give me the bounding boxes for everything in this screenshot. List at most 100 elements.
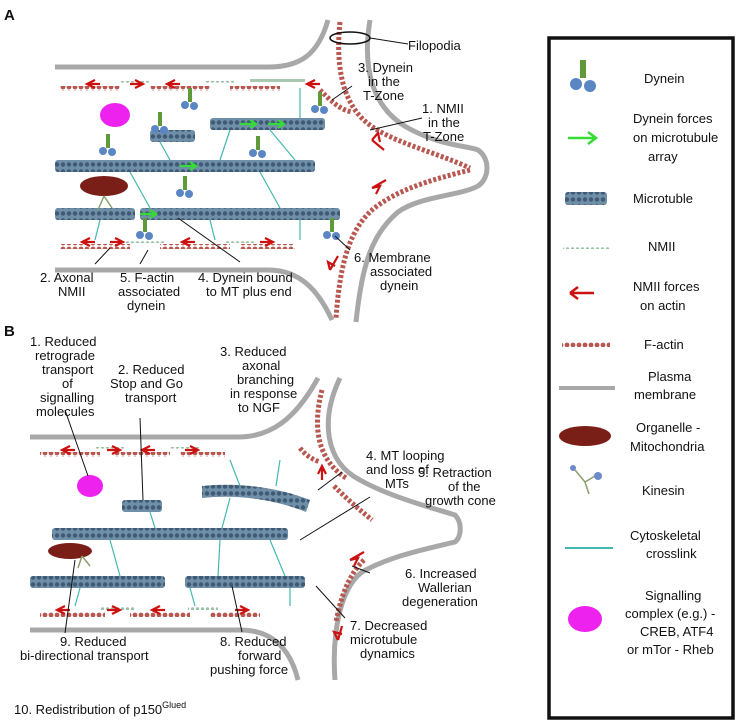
panel-b-growth-cone-actin (298, 389, 374, 623)
label-wallerian-1: 6. Increased (405, 566, 477, 581)
label-factin-dynein-1: 5. F-actin (120, 270, 174, 285)
red-arrow-icon (569, 286, 594, 300)
legend-plasma-2: membrane (634, 387, 696, 402)
label-dynein-mt-end-1: 4. Dynein bound (198, 270, 293, 285)
kinesin-icon (97, 195, 113, 211)
label-retraction-1: 5. Retraction (418, 465, 492, 480)
microtubule (122, 500, 162, 512)
label-reduced-retrograde-1: 1. Reduced (30, 334, 97, 349)
microtubule (30, 576, 165, 588)
label-membrane-dynein-3: dynein (380, 278, 418, 293)
label-membrane-dynein-1: 6. Membrane (354, 250, 431, 265)
legend-organelle-1: Organelle - (636, 420, 700, 435)
label-reduced-retrograde-6: molecules (36, 404, 95, 419)
microtubule (150, 130, 195, 142)
label-reduced-retrograde-2: retrograde (35, 348, 95, 363)
mitochondria (48, 543, 92, 559)
panel-b-microtubules (30, 484, 310, 588)
panel-b-actin-rows (40, 445, 365, 641)
dynein-icon (99, 134, 116, 156)
dynein-icon (311, 92, 328, 114)
label-retraction-2: of the (448, 479, 481, 494)
panel-b-crosslinks (74, 459, 291, 607)
legend-f-actin: F-actin (644, 337, 684, 352)
actin-row-top (60, 79, 320, 91)
label-dynein-tzone-1: 3. Dynein (358, 60, 413, 75)
footer-superscript: Glued (162, 700, 186, 710)
panel-a: A (4, 7, 490, 323)
label-decreased-dynamics-1: 7. Decreased (350, 618, 427, 633)
panel-b-callout-lines (64, 409, 371, 634)
label-mt-looping-2: and loss of (366, 462, 429, 477)
label-reduced-branching-1: 3. Reduced (220, 344, 287, 359)
panel-b: B (4, 323, 496, 681)
legend-crosslink-1: Cytoskeletal (630, 528, 701, 543)
panel-a-microtubules (55, 118, 340, 220)
legend-dynein-forces-1: Dynein forces (633, 111, 713, 126)
panel-a-crosslinks (94, 88, 301, 241)
legend-microtuble: Microtuble (633, 191, 693, 206)
label-reduced-pushing-1: 8. Reduced (220, 634, 287, 649)
label-membrane-dynein-2: associated (370, 264, 432, 279)
panel-a-letter: A (4, 7, 15, 24)
actin-row-bottom (60, 237, 295, 249)
footer-text: 10. Redistribution of p150 (14, 702, 162, 717)
mitochondria (80, 176, 128, 196)
nmii-icon (563, 245, 611, 249)
legend: Dynein Dynein forces on microtubule arra… (547, 36, 735, 720)
mitochondria-icon (559, 426, 611, 446)
label-wallerian-2: Wallerian (418, 580, 472, 595)
panel-b-letter: B (4, 323, 15, 340)
legend-nmii-forces-2: on actin (640, 298, 686, 313)
dynein-icon (323, 218, 340, 240)
dynein-icon (136, 218, 153, 240)
dynein-icon (570, 60, 596, 92)
label-decreased-dynamics-2: microtubule (350, 632, 417, 647)
label-dynein-tzone-3: T-Zone (363, 88, 404, 103)
label-reduced-bidirectional-1: 9. Reduced (60, 634, 127, 649)
label-reduced-branching-2: axonal (242, 358, 280, 373)
legend-box (547, 36, 735, 720)
kinesin-icon (570, 465, 602, 495)
panel-a-callout-lines (94, 31, 423, 265)
label-axonal-nmii-1: 2. Axonal (40, 270, 94, 285)
label-dynein-tzone-2: in the (368, 74, 400, 89)
label-mt-looping-3: MTs (385, 476, 409, 491)
legend-dynein-forces-2: on microtubule (633, 130, 718, 145)
panel-a-growth-cone-actin (318, 21, 472, 319)
crosslink-icon (565, 547, 613, 549)
microtubule-icon (565, 192, 607, 205)
signalling-complex (100, 103, 130, 127)
f-actin-icon (562, 342, 610, 347)
label-nmii-tzone-2: in the (428, 115, 460, 130)
label-nmii-tzone-3: T-Zone (423, 129, 464, 144)
label-reduced-stop-go-3: transport (125, 390, 177, 405)
legend-dynein: Dynein (644, 71, 684, 86)
panel-a-dynein-force-arrows (140, 119, 286, 219)
label-reduced-bidirectional-2: bi-directional transport (20, 648, 149, 663)
microtubule (210, 118, 325, 130)
microtubule (185, 576, 305, 588)
label-factin-dynein-2: associated (118, 284, 180, 299)
green-arrow-icon (568, 131, 599, 145)
legend-nmii-forces-1: NMII forces (633, 279, 700, 294)
label-reduced-pushing-2: forward (238, 648, 281, 663)
panel-a-plasma-membrane (55, 19, 490, 323)
dynein-icon (249, 136, 266, 158)
label-axonal-nmii-2: NMII (58, 284, 85, 299)
signalling-complex-icon (568, 606, 602, 632)
label-factin-dynein-3: dynein (127, 298, 165, 313)
microtubule (52, 528, 288, 540)
legend-signalling-3: CREB, ATF4 (640, 624, 713, 639)
kinesin-icon (77, 555, 91, 569)
label-reduced-branching-3: branching (237, 372, 294, 387)
dynein-icon (181, 88, 198, 110)
microtubule (140, 208, 340, 220)
legend-signalling-4: or mTor - Rheb (627, 642, 714, 657)
label-filopodia: Filopodia (408, 38, 462, 53)
legend-nmii: NMII (648, 239, 675, 254)
label-reduced-branching-5: to NGF (238, 400, 280, 415)
label-reduced-stop-go-2: Stop and Go (110, 376, 183, 391)
legend-crosslink-2: crosslink (646, 546, 697, 561)
legend-signalling-2: complex (e.g.) - (625, 606, 715, 621)
